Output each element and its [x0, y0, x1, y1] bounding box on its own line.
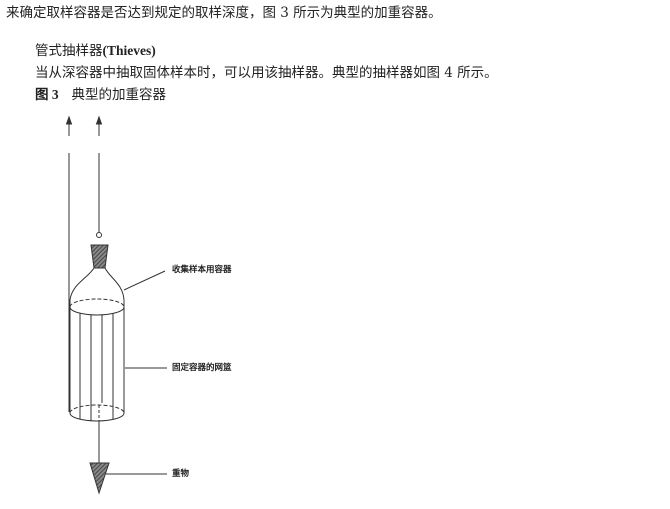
ellipse-front	[69, 306, 125, 316]
section-heading: 管式抽样器(Thieves)	[35, 43, 156, 59]
label-container: 收集样本用容器	[172, 265, 232, 275]
stopper	[90, 244, 109, 269]
figure-caption: 图 3 典型的加重容器	[35, 87, 166, 103]
knob	[96, 232, 102, 238]
heading-en: (Thieves)	[102, 43, 156, 58]
paragraph-1: 来确定取样容器是否达到规定的取样深度，图 3 所示为典型的加重容器。	[6, 5, 442, 21]
label-basket: 固定容器的网篮	[172, 363, 232, 373]
paragraph-2: 当从深容器中抽取固体样本时，可以用该抽样器。典型的抽样器如图 4 所示。	[35, 65, 498, 81]
weight	[89, 462, 110, 495]
heading-cn: 管式抽样器	[35, 43, 103, 59]
label-weight: 重物	[172, 469, 190, 479]
caption-label: 图 3	[35, 87, 59, 102]
leader-line	[123, 270, 166, 291]
caption-title: 典型的加重容器	[71, 87, 167, 103]
arrow-up-icon	[95, 115, 103, 136]
basket	[69, 307, 125, 422]
arrow-up-icon	[65, 115, 73, 136]
bottle-shoulder	[69, 267, 125, 307]
ellipse-back	[69, 298, 125, 308]
